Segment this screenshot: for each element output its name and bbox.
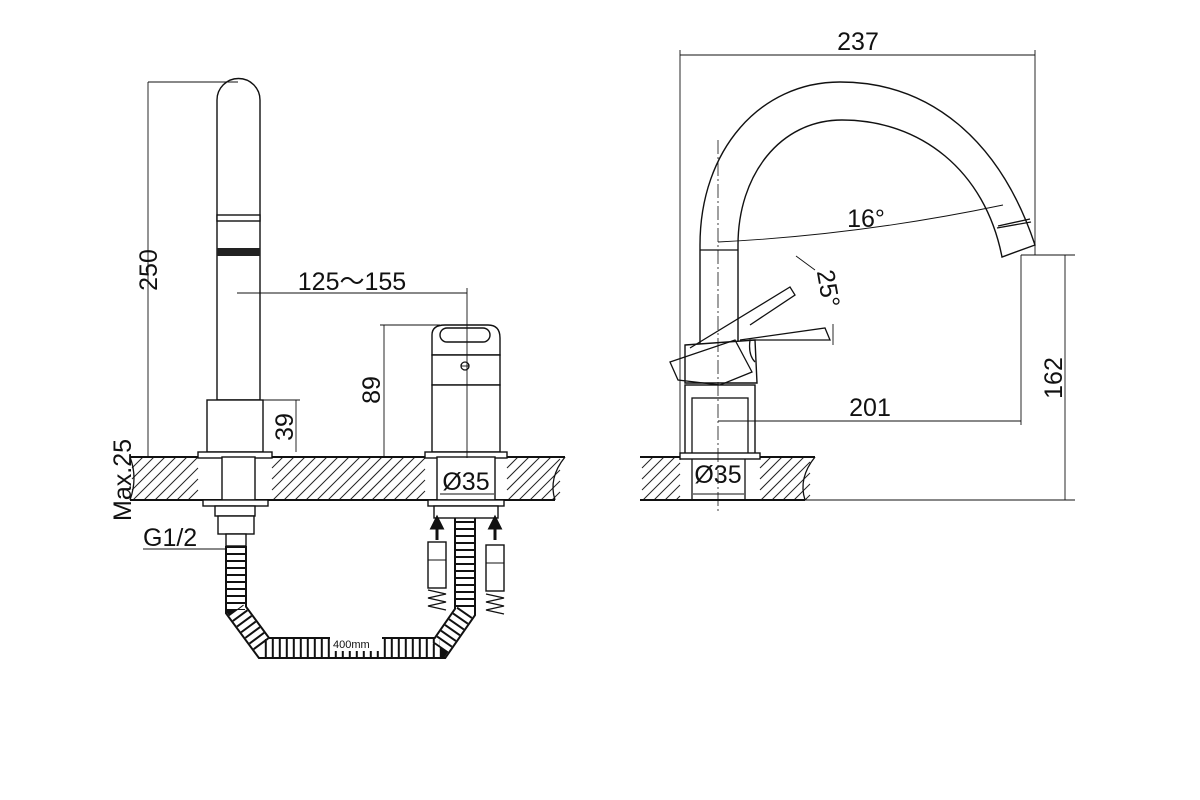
- hatch-line: [349, 456, 394, 501]
- dim-spout-reach: 201: [849, 394, 891, 422]
- hatch-line: [404, 479, 426, 501]
- hose-length-label: 400mm: [333, 639, 370, 651]
- dim-base-height: 39: [271, 413, 299, 441]
- hatch-line: [804, 494, 811, 501]
- hatch-line: [272, 456, 317, 501]
- hatch-line: [294, 456, 339, 501]
- hatch-line: [305, 456, 350, 501]
- mixer-body: [424, 324, 508, 519]
- hatch-line: [506, 456, 519, 469]
- hatch-line: [760, 456, 805, 501]
- hatch-line: [360, 456, 405, 501]
- hatch-line: [771, 461, 811, 501]
- front-view-dimensions: 237 16° 25° 201 162 Ø35: [679, 28, 1075, 501]
- hatch-line: [759, 456, 794, 491]
- hatch-line: [759, 456, 783, 480]
- hatch-line: [382, 457, 426, 501]
- dim-hole-diameter-right: Ø35: [694, 461, 741, 489]
- countertop-left: [129, 456, 566, 501]
- hatch-line: [642, 462, 681, 501]
- dim-hole-diameter-left: Ø35: [442, 468, 489, 496]
- dim-max-counter-thickness: Max.25: [109, 439, 137, 521]
- hatch-line: [641, 456, 665, 480]
- counter-hatching: [131, 456, 811, 501]
- dim-lever-angle: 25°: [811, 268, 845, 310]
- dim-center-distance: 125～155: [298, 268, 406, 296]
- dim-mixer-height: 89: [358, 376, 386, 404]
- hatch-line: [271, 456, 306, 491]
- hatch-line: [283, 456, 328, 501]
- hatch-line: [782, 472, 811, 501]
- hatch-line: [131, 456, 166, 491]
- hatch-line: [271, 456, 295, 480]
- hatch-line: [507, 456, 552, 501]
- hatch-line: [518, 458, 561, 501]
- braided-hose: 400mm: [225, 515, 476, 659]
- hatch-line: [759, 456, 772, 469]
- mixer-lever: [669, 286, 831, 500]
- thread-label: G1/2: [143, 524, 197, 552]
- dim-spout-clearance: 162: [1040, 357, 1068, 399]
- hatch-line: [793, 483, 811, 501]
- hatch-line: [187, 489, 199, 501]
- hatch-line: [653, 473, 681, 501]
- side-view-dimensions: 250 125～155 89 39 Max.25 G1/2 Ø35: [109, 81, 494, 552]
- hatch-line: [271, 456, 284, 469]
- hatch-line: [641, 456, 654, 469]
- hatch-line: [371, 456, 416, 501]
- dim-spout-height: 250: [135, 249, 163, 291]
- hatch-line: [338, 456, 383, 501]
- front-view: 237 16° 25° 201 162 Ø35: [640, 28, 1075, 512]
- hatch-line: [327, 456, 372, 501]
- hatch-line: [143, 456, 188, 501]
- hatch-line: [176, 478, 199, 501]
- hatch-line: [316, 456, 361, 501]
- hatch-line: [131, 456, 155, 480]
- hatch-line: [641, 456, 676, 491]
- hatch-line: [154, 456, 199, 501]
- hatch-line: [415, 490, 426, 501]
- hatch-line: [165, 467, 199, 501]
- hatch-line: [131, 456, 144, 469]
- side-view: 400mm 250: [109, 77, 566, 659]
- hatch-line: [664, 484, 681, 501]
- hatch-line: [506, 456, 541, 491]
- hatch-line: [132, 456, 177, 501]
- dim-swivel-angle: 16°: [847, 205, 885, 233]
- supply-hoses: [427, 514, 505, 615]
- hatch-line: [393, 468, 426, 501]
- spout-pipe: [197, 77, 273, 547]
- hatch-line: [551, 491, 561, 501]
- hatch-line: [540, 480, 561, 501]
- dim-overall-width: 237: [837, 28, 879, 56]
- hatch-line: [506, 456, 530, 480]
